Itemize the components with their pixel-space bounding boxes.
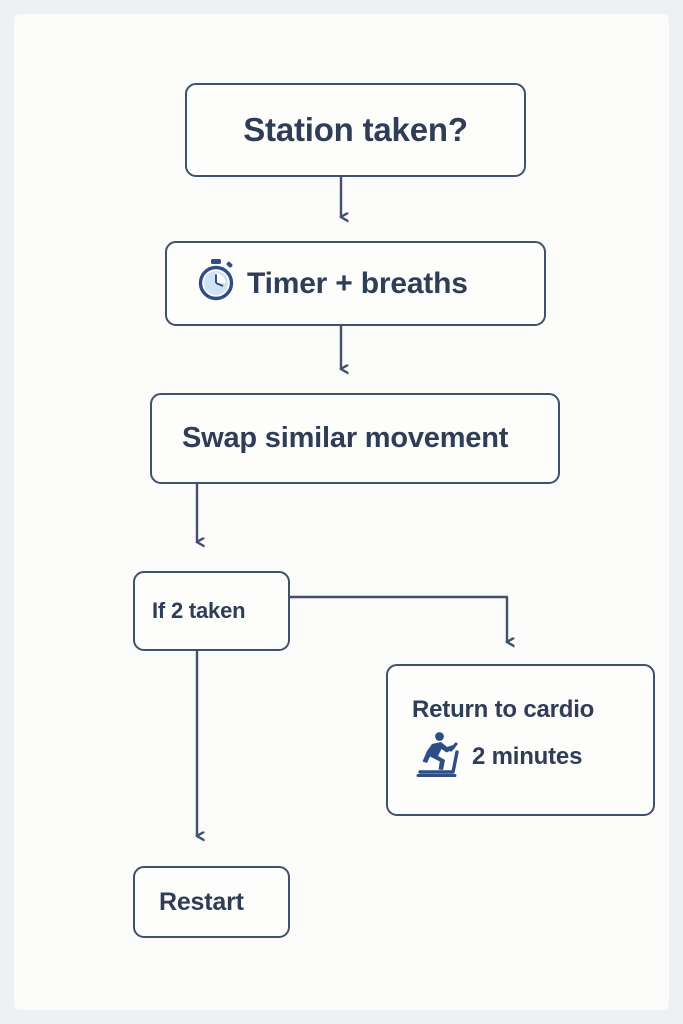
node-label: Timer + breaths (247, 266, 468, 300)
node-label: Restart (159, 887, 244, 916)
node-return-to-cardio[interactable]: Return to cardio 2 minutes (386, 664, 655, 816)
node-label: Swap similar movement (182, 422, 509, 454)
node-label-line2: 2 minutes (472, 743, 583, 770)
node-restart[interactable]: Restart (133, 866, 290, 938)
node-label-line1: Return to cardio (412, 695, 595, 723)
node-label: Station taken? (243, 111, 468, 148)
node-timer-breaths[interactable]: Timer + breaths (165, 241, 546, 326)
treadmill-icon (412, 730, 466, 785)
node-station-taken[interactable]: Station taken? (185, 83, 526, 177)
node-label: If 2 taken (152, 598, 246, 623)
diagram-canvas: Station taken? Timer + breaths Swap simi… (14, 14, 669, 1010)
node-swap-similar-movement[interactable]: Swap similar movement (150, 393, 560, 484)
stopwatch-icon (193, 257, 239, 311)
node-if-2-taken[interactable]: If 2 taken (133, 571, 290, 651)
node-label-line2-row: 2 minutes (412, 730, 582, 785)
